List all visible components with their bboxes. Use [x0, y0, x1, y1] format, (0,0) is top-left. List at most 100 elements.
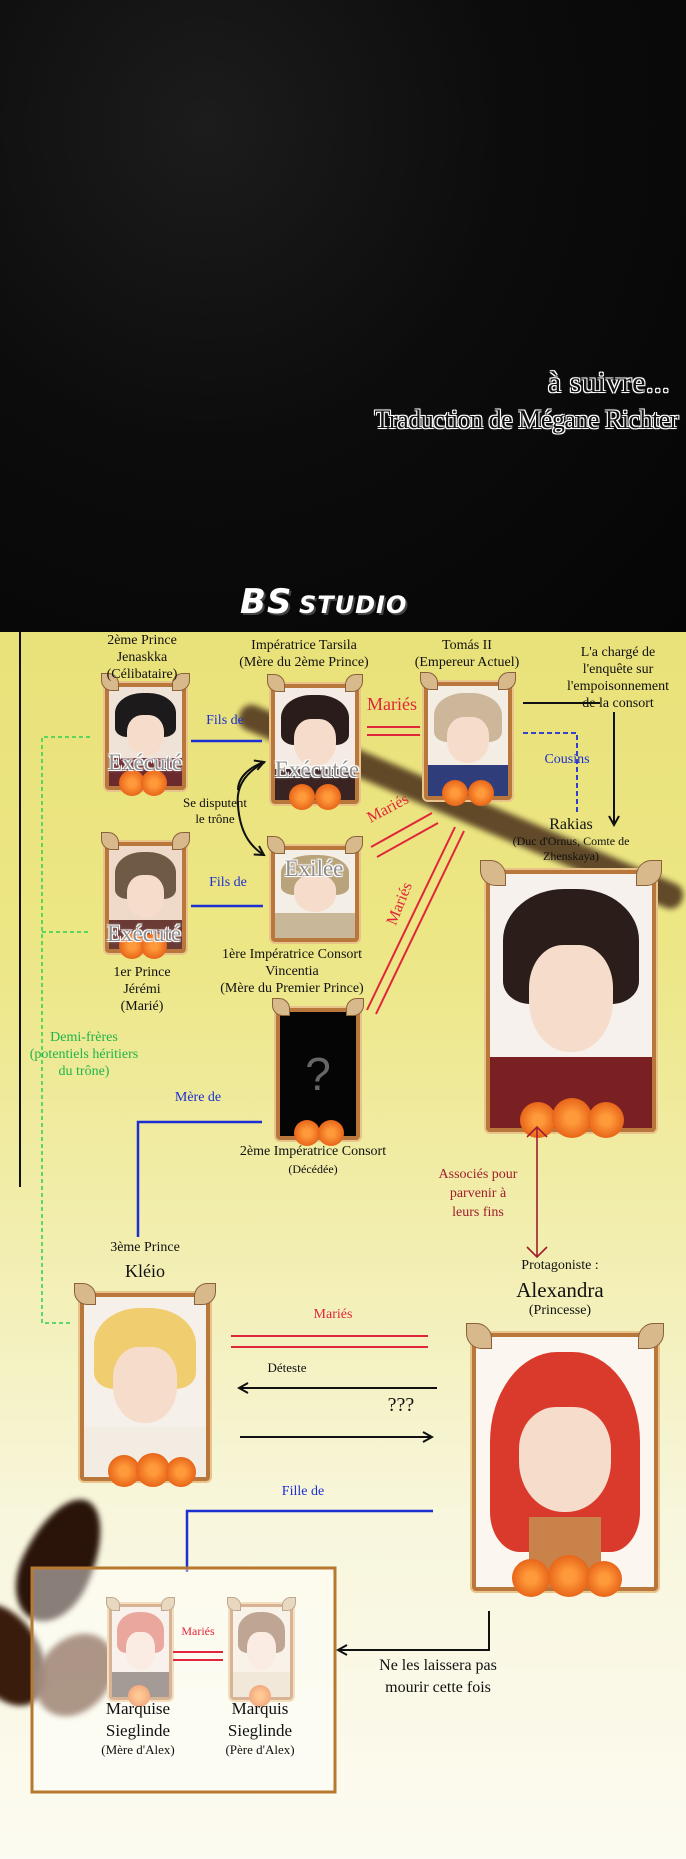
flower-icon [141, 933, 167, 959]
rakias-note: (Duc d'Ornus, Comte de Zhenskaya) [513, 834, 630, 864]
tomas-label: Tomás II (Empereur Actuel) [415, 637, 520, 671]
hates-label: Déteste [267, 1360, 307, 1375]
married-label-tarsila: Mariés [367, 694, 417, 714]
leaf-icon [106, 1597, 120, 1611]
marquise-name: Sieglinde [105, 1721, 171, 1740]
rakias-note-2: Zhenskaya) [543, 849, 599, 863]
vincentia-title: 1ère Impératrice Consort [222, 947, 362, 962]
studio-logo: BS STUDIO [240, 582, 407, 622]
vincentia-portrait[interactable] [267, 836, 363, 942]
flower-icon [520, 1102, 556, 1138]
cousins-label: Cousins [544, 752, 590, 767]
flower-icon [136, 1453, 170, 1487]
alliance-line-3: leurs fins [452, 1205, 504, 1220]
to-be-continued: à suivre... [547, 366, 670, 399]
flower-icon [166, 1457, 196, 1487]
son-of-label-1: Fils de [206, 713, 244, 728]
alliance-line-1: Associés pour [438, 1167, 518, 1182]
investigation-line-2: l'enquête sur [582, 662, 654, 677]
alliance-line-2: parvenir à [449, 1186, 507, 1201]
leaf-icon [267, 674, 285, 692]
flower-icon [468, 780, 494, 806]
marquise-label: Marquise Sieglinde (Mère d'Alex) [101, 1698, 174, 1758]
investigation-line-1: L'a chargé de [580, 645, 656, 660]
translation-credit: Traduction de Mégane Richter [374, 405, 679, 434]
alexandra-name: Alexandra [516, 1278, 604, 1302]
jeremi-portrait[interactable] [101, 832, 190, 959]
jenaskka-name: Jenaskka [116, 650, 168, 665]
vincentia-label: 1ère Impératrice Consort Vincentia (Mère… [220, 946, 363, 997]
jenaskka-label: 2ème Prince Jenaskka (Célibataire) [107, 632, 178, 683]
leaf-icon [420, 672, 438, 690]
marquis-note: (Père d'Alex) [225, 1742, 295, 1757]
marquise-portrait[interactable] [106, 1597, 175, 1707]
marquis-portrait[interactable] [227, 1597, 296, 1707]
rakias-portrait[interactable] [480, 860, 662, 1138]
throne-line-1: Se disputent [183, 795, 247, 810]
second-consort-portrait[interactable]: ? [272, 998, 364, 1146]
kleio-title: 3ème Prince [110, 1240, 180, 1255]
married-label-kleio: Mariés [313, 1307, 353, 1322]
jenaskka-portrait[interactable] [101, 673, 190, 796]
marquis-name: Sieglinde [227, 1721, 293, 1740]
tarsila-note: (Mère du 2ème Prince) [239, 655, 369, 670]
kleio-portrait[interactable] [74, 1283, 216, 1487]
half-brothers-line-1: Demi-frères [50, 1030, 118, 1045]
kleio-name: Kléio [125, 1261, 165, 1281]
second-consort-title: 2ème Impératrice Consort [239, 1144, 387, 1159]
flower-icon [289, 784, 315, 810]
rakias-name: Rakias [549, 816, 593, 833]
tomas-name: Tomás II [442, 638, 492, 653]
tarsila-label: Impératrice Tarsila (Mère du 2ème Prince… [239, 637, 368, 671]
flower-icon [141, 770, 167, 796]
half-brothers-line-3: du trône) [58, 1064, 110, 1079]
investigation-line-4: de la consort [582, 696, 654, 711]
leaf-icon [272, 998, 290, 1016]
jeremi-note: (Marié) [120, 999, 164, 1014]
logo-bs: BS [240, 582, 293, 622]
flower-icon [586, 1561, 622, 1597]
half-brothers-line-2: (potentiels héritiers [29, 1047, 139, 1062]
leaf-icon [101, 832, 119, 850]
half-brothers-label: Demi-frères (potentiels héritiers du trô… [30, 1029, 138, 1080]
jeremi-label: 1er Prince Jérémi (Marié) [113, 964, 170, 1015]
rakias-note-1: (Duc d'Ornus, Comte de [512, 834, 630, 848]
logo-studio: STUDIO [298, 591, 408, 619]
leaf-icon [480, 860, 506, 886]
flower-icon [442, 780, 468, 806]
leaf-icon [227, 1597, 241, 1611]
jeremi-title: 1er Prince [113, 965, 171, 980]
mother-of-label: Mère de [174, 1090, 222, 1105]
protect-line-1: Ne les laissera pas [379, 1657, 497, 1674]
marquis-title: Marquis [231, 1699, 289, 1718]
alliance-label: Associés pour parvenir à leurs fins [439, 1165, 518, 1222]
protect-label: Ne les laissera pas mourir cette fois [379, 1655, 497, 1699]
flower-icon [108, 1455, 140, 1487]
alexandra-note: (Princesse) [528, 1303, 592, 1318]
jenaskka-title: 2ème Prince [107, 633, 177, 648]
jenaskka-status: Exécuté [107, 750, 183, 775]
unknown-portrait-question-icon: ? [305, 1048, 331, 1100]
daughter-of-label: Fille de [281, 1484, 325, 1499]
flower-icon [119, 933, 145, 959]
flower-icon [548, 1555, 590, 1597]
marquis-label: Marquis Sieglinde (Père d'Alex) [225, 1698, 294, 1758]
tarsila-name: Impératrice Tarsila [251, 638, 357, 653]
flower-icon [318, 1120, 344, 1146]
tomas-portrait[interactable] [420, 672, 516, 806]
married-label-parents: Mariés [181, 1624, 215, 1638]
vincentia-note: (Mère du Premier Prince) [220, 981, 364, 996]
tarsila-portrait[interactable] [267, 674, 363, 810]
tarsila-status: Exécutée [274, 757, 360, 782]
throne-dispute-label: Se disputent le trône [183, 795, 247, 827]
tomas-note: (Empereur Actuel) [414, 655, 520, 670]
dark-end-panel [0, 0, 686, 632]
son-of-label-2: Fils de [209, 875, 247, 890]
flower-icon [588, 1102, 624, 1138]
leaf-icon [267, 836, 285, 854]
flower-icon [512, 1559, 550, 1597]
leaf-icon [101, 673, 119, 691]
jenaskka-note: (Célibataire) [106, 667, 178, 682]
alexandra-portrait[interactable] [466, 1323, 664, 1597]
